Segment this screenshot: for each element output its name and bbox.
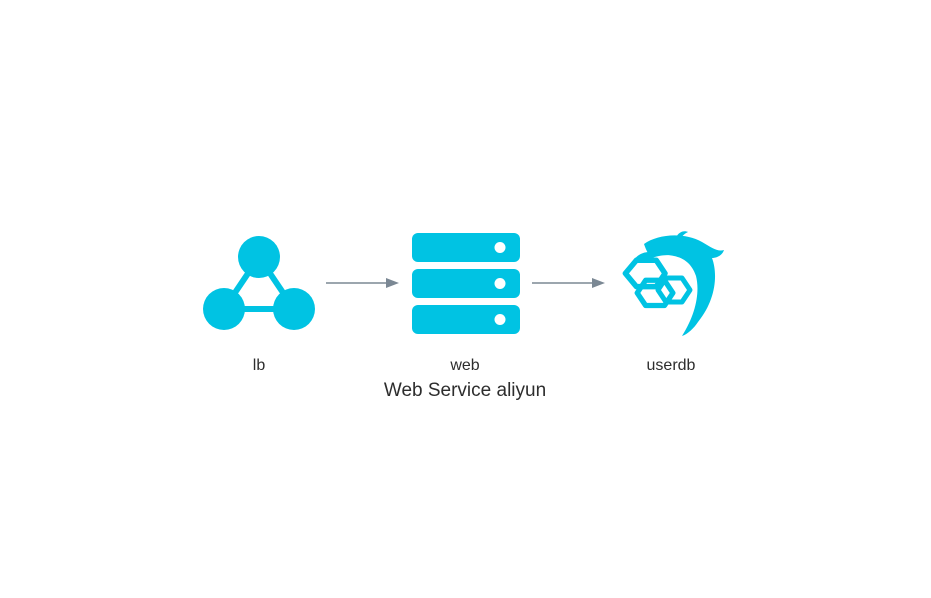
node-label-web: web — [450, 357, 480, 374]
diagram-title: Web Service aliyun — [383, 380, 547, 401]
mysql-dolphin-icon — [622, 231, 724, 336]
node-userdb — [614, 230, 730, 338]
node-label-userdb: userdb — [646, 357, 696, 374]
server-rack-icon — [412, 233, 520, 334]
edge-lb-to-web — [326, 278, 399, 288]
node-web — [410, 231, 522, 337]
node-lb — [200, 233, 318, 333]
load-balancer-icon — [203, 236, 315, 330]
node-label-lb: lb — [252, 357, 266, 374]
edge-web-to-userdb — [532, 278, 605, 288]
